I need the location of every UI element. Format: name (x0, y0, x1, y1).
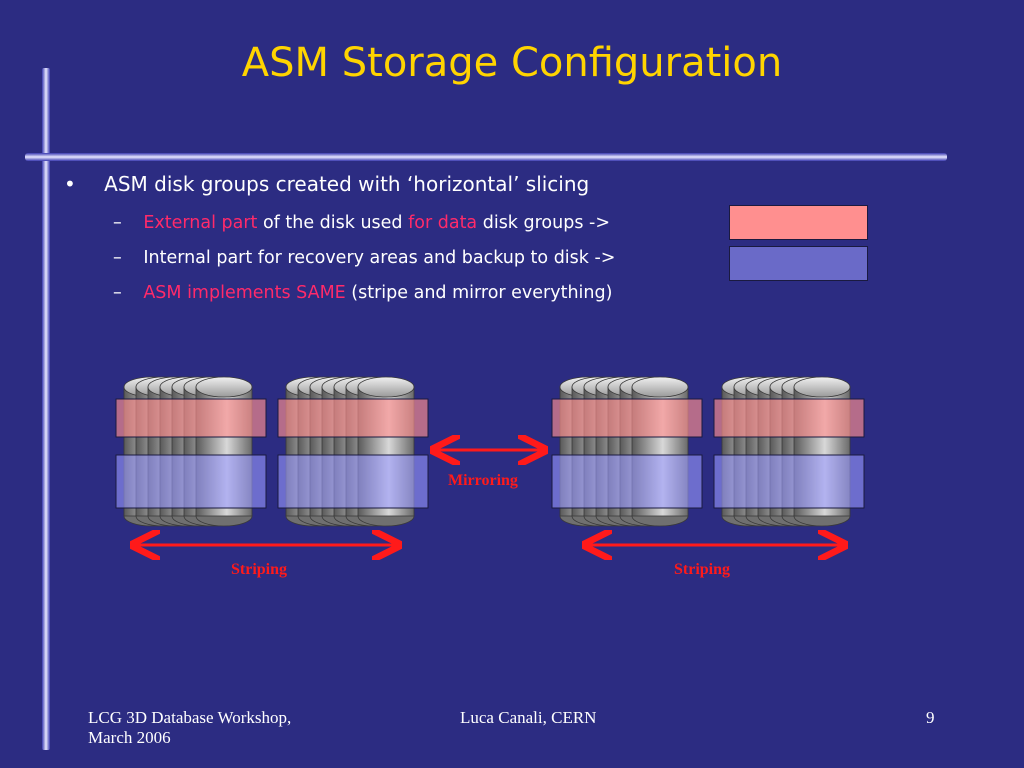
striping-label-left: Striping (231, 561, 288, 578)
disk-group-2 (277, 376, 429, 527)
recovery-slice (551, 454, 703, 509)
subbullet-dash: – (113, 213, 122, 233)
bullet-text: ASM disk groups created with ‘horizontal… (104, 172, 590, 196)
vertical-decor-bar (42, 68, 50, 750)
data-slice (551, 398, 703, 438)
recovery-slice (713, 454, 865, 509)
subbullet-highlight: External part (143, 213, 258, 233)
data-area-color-swatch (729, 205, 868, 240)
striping-label-right: Striping (674, 561, 731, 578)
slide-title: ASM Storage Configuration (241, 40, 783, 86)
subbullet-text: Internal part for recovery areas and bac… (143, 248, 616, 268)
data-slice (115, 398, 267, 438)
subbullet-text: disk groups -> (477, 213, 610, 233)
recovery-area-color-swatch (729, 246, 868, 281)
page-number: 9 (926, 708, 935, 727)
subbullet-dash: – (113, 248, 122, 268)
subbullet-dash: – (113, 283, 122, 303)
footer-date: March 2006 (88, 728, 171, 747)
subbullet-2: – Internal part for recovery areas and b… (113, 248, 615, 268)
subbullet-highlight: ASM implements SAME (143, 283, 346, 303)
subbullet-1: – External part of the disk used for dat… (113, 213, 610, 233)
horizontal-decor-bar (25, 153, 947, 161)
disk-group-3 (551, 376, 703, 527)
bullet-marker: • (64, 172, 76, 196)
subbullet-3: – ASM implements SAME (stripe and mirror… (113, 283, 612, 303)
recovery-slice (277, 454, 429, 509)
disk-group-4 (713, 376, 865, 527)
mirroring-label: Mirroring (448, 472, 518, 489)
subbullet-text: (stripe and mirror everything) (345, 283, 613, 303)
subbullet-highlight: for data (408, 213, 478, 233)
recovery-slice (115, 454, 267, 509)
footer-left: LCG 3D Database Workshop, March 2006 (88, 708, 291, 748)
subbullet-text: of the disk used (257, 213, 409, 233)
footer-event: LCG 3D Database Workshop, (88, 708, 292, 727)
footer-author: Luca Canali, CERN (460, 708, 597, 727)
disk-group-1 (115, 376, 267, 527)
data-slice (277, 398, 429, 438)
bullet-1: • ASM disk groups created with ‘horizont… (64, 172, 589, 196)
data-slice (713, 398, 865, 438)
